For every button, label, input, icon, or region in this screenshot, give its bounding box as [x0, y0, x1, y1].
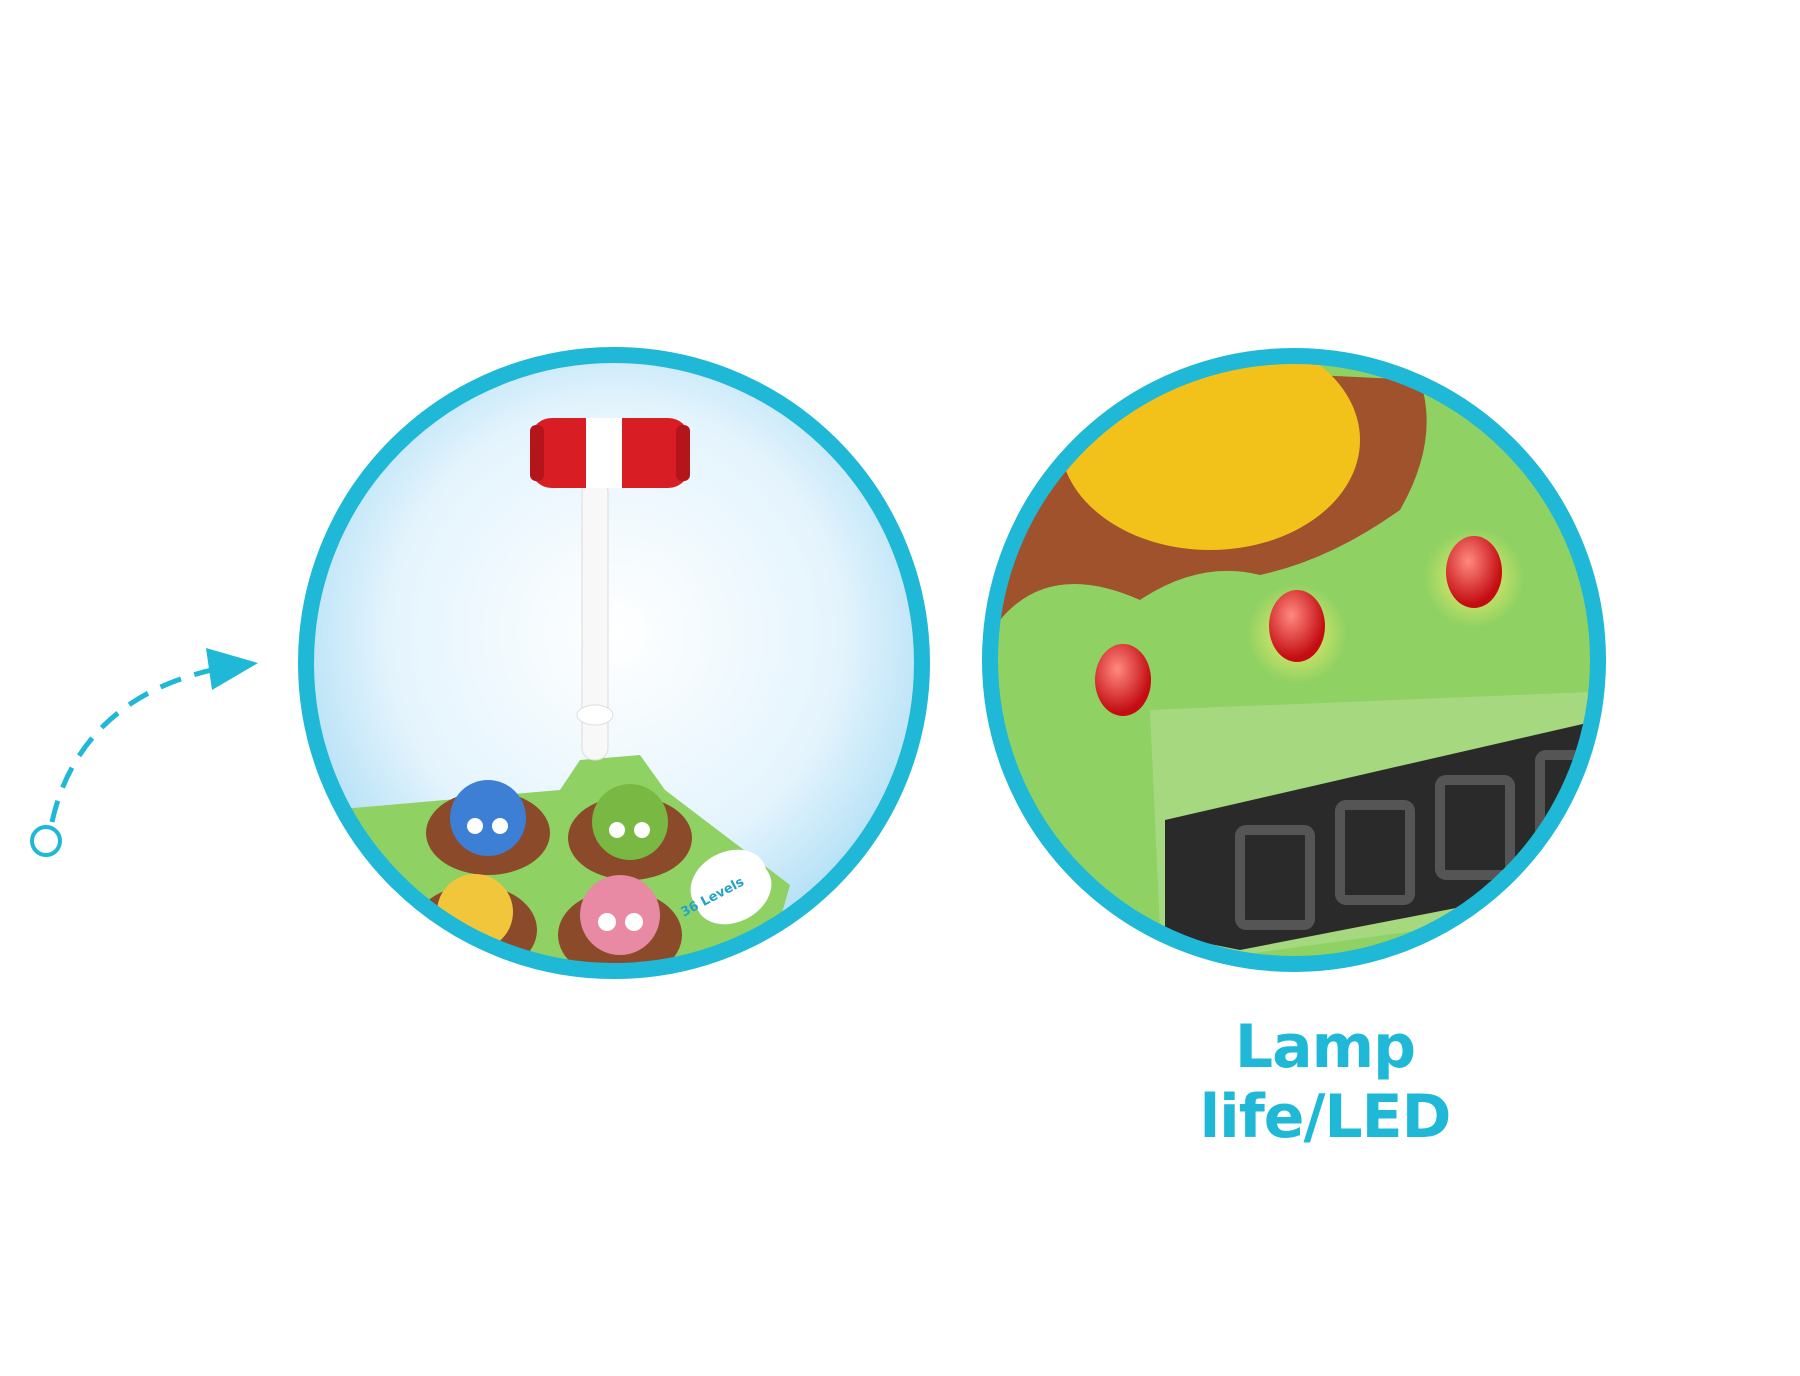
dashed-arrow-icon	[30, 648, 258, 857]
caption-title: Lamp life/LED	[1199, 1012, 1452, 1152]
hammer-detail-circle	[298, 347, 930, 979]
hammer-icon	[530, 418, 690, 761]
mole-holes	[413, 780, 692, 971]
led-detail-circle	[982, 348, 1606, 972]
led-lights	[1095, 528, 1524, 716]
